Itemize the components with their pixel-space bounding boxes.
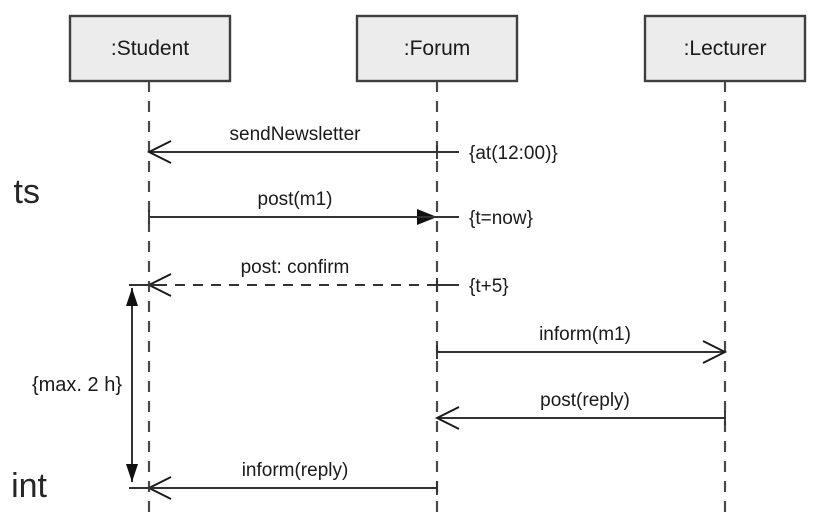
message-label-post-m1: post(m1)	[258, 189, 333, 210]
cut-off-text-top: ts	[14, 173, 40, 211]
message-label-post-confirm: post: confirm	[241, 257, 350, 278]
lifeline-box-lecturer[interactable]	[643, 14, 807, 83]
cut-off-text-bottom: int	[11, 467, 47, 505]
lifeline-label-forum: :Forum	[404, 37, 471, 60]
duration-constraint-label: {max. 2 h}	[32, 374, 122, 396]
lifeline-label-student: :Student	[111, 37, 189, 60]
arrowhead-open-send-newsletter	[146, 140, 172, 164]
cut-off-text-group: ts int	[11, 173, 47, 505]
duration-constraint-group	[126, 284, 160, 489]
lifeline-label-lecturer: :Lecturer	[684, 37, 767, 60]
label-group: sendNewsletter {at(12:00)} post(m1) {t=now}…	[32, 124, 631, 481]
timing-constraint-send-newsletter: {at(12:00)}	[469, 143, 558, 164]
message-label-inform-reply: inform(reply)	[242, 460, 349, 481]
arrowhead-open-post-reply	[434, 406, 460, 430]
lifeline-dash-group	[147, 81, 727, 519]
duration-arrowhead-down	[126, 464, 138, 482]
arrowhead-open-inform-m1	[702, 340, 728, 364]
lifeline-box-forum[interactable]	[355, 14, 519, 83]
timing-constraint-post-m1: {t=now}	[469, 208, 533, 229]
lifeline-box-student[interactable]	[68, 14, 232, 83]
lifeline-box-group: :Student :Forum :Lecturer	[68, 14, 807, 83]
message-label-inform-m1: inform(m1)	[539, 324, 631, 345]
duration-arrowhead-up	[126, 288, 138, 306]
message-label-send-newsletter: sendNewsletter	[230, 124, 362, 145]
message-label-post-reply: post(reply)	[540, 390, 630, 411]
timing-constraint-post-confirm: {t+5}	[469, 276, 509, 297]
